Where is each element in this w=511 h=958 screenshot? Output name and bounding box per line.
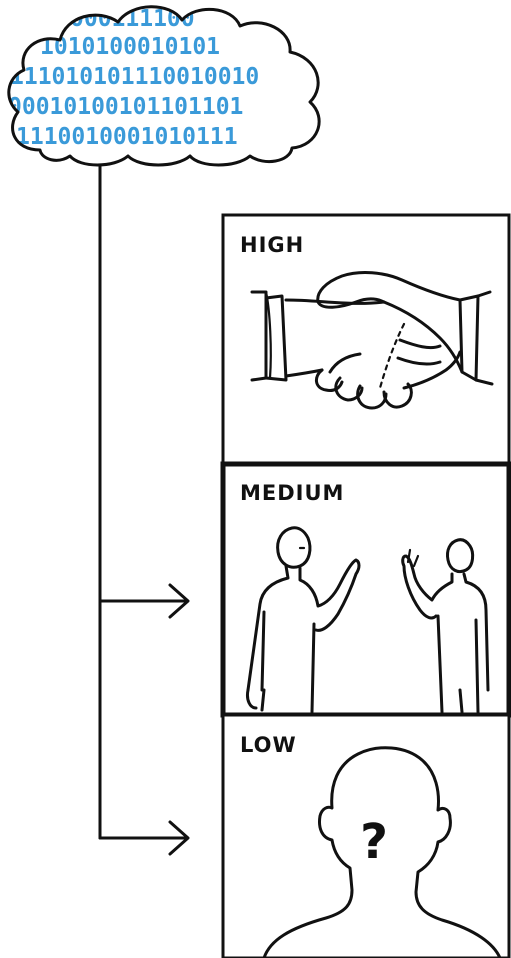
panel-high-label: HIGH bbox=[240, 233, 304, 257]
data-cloud: 000111100 1010100010101 1110101011100100… bbox=[8, 6, 319, 165]
panel-high: HIGH bbox=[223, 215, 509, 464]
panel-low: LOW ? bbox=[223, 715, 509, 958]
binary-line: 00010100101101101 bbox=[8, 94, 243, 120]
flow-connector bbox=[100, 165, 188, 854]
trust-panels: HIGH bbox=[223, 215, 509, 958]
binary-line: 1110010001010111 bbox=[16, 124, 238, 150]
panel-low-label: LOW bbox=[240, 733, 297, 757]
question-mark: ? bbox=[360, 814, 388, 870]
binary-text-block: 000111100 1010100010101 1110101011100100… bbox=[8, 6, 259, 150]
binary-line: 111010101110010010 bbox=[10, 64, 259, 90]
binary-line: 1010100010101 bbox=[40, 34, 220, 60]
panel-medium-label: MEDIUM bbox=[240, 481, 344, 505]
panel-medium: MEDIUM bbox=[223, 464, 509, 715]
